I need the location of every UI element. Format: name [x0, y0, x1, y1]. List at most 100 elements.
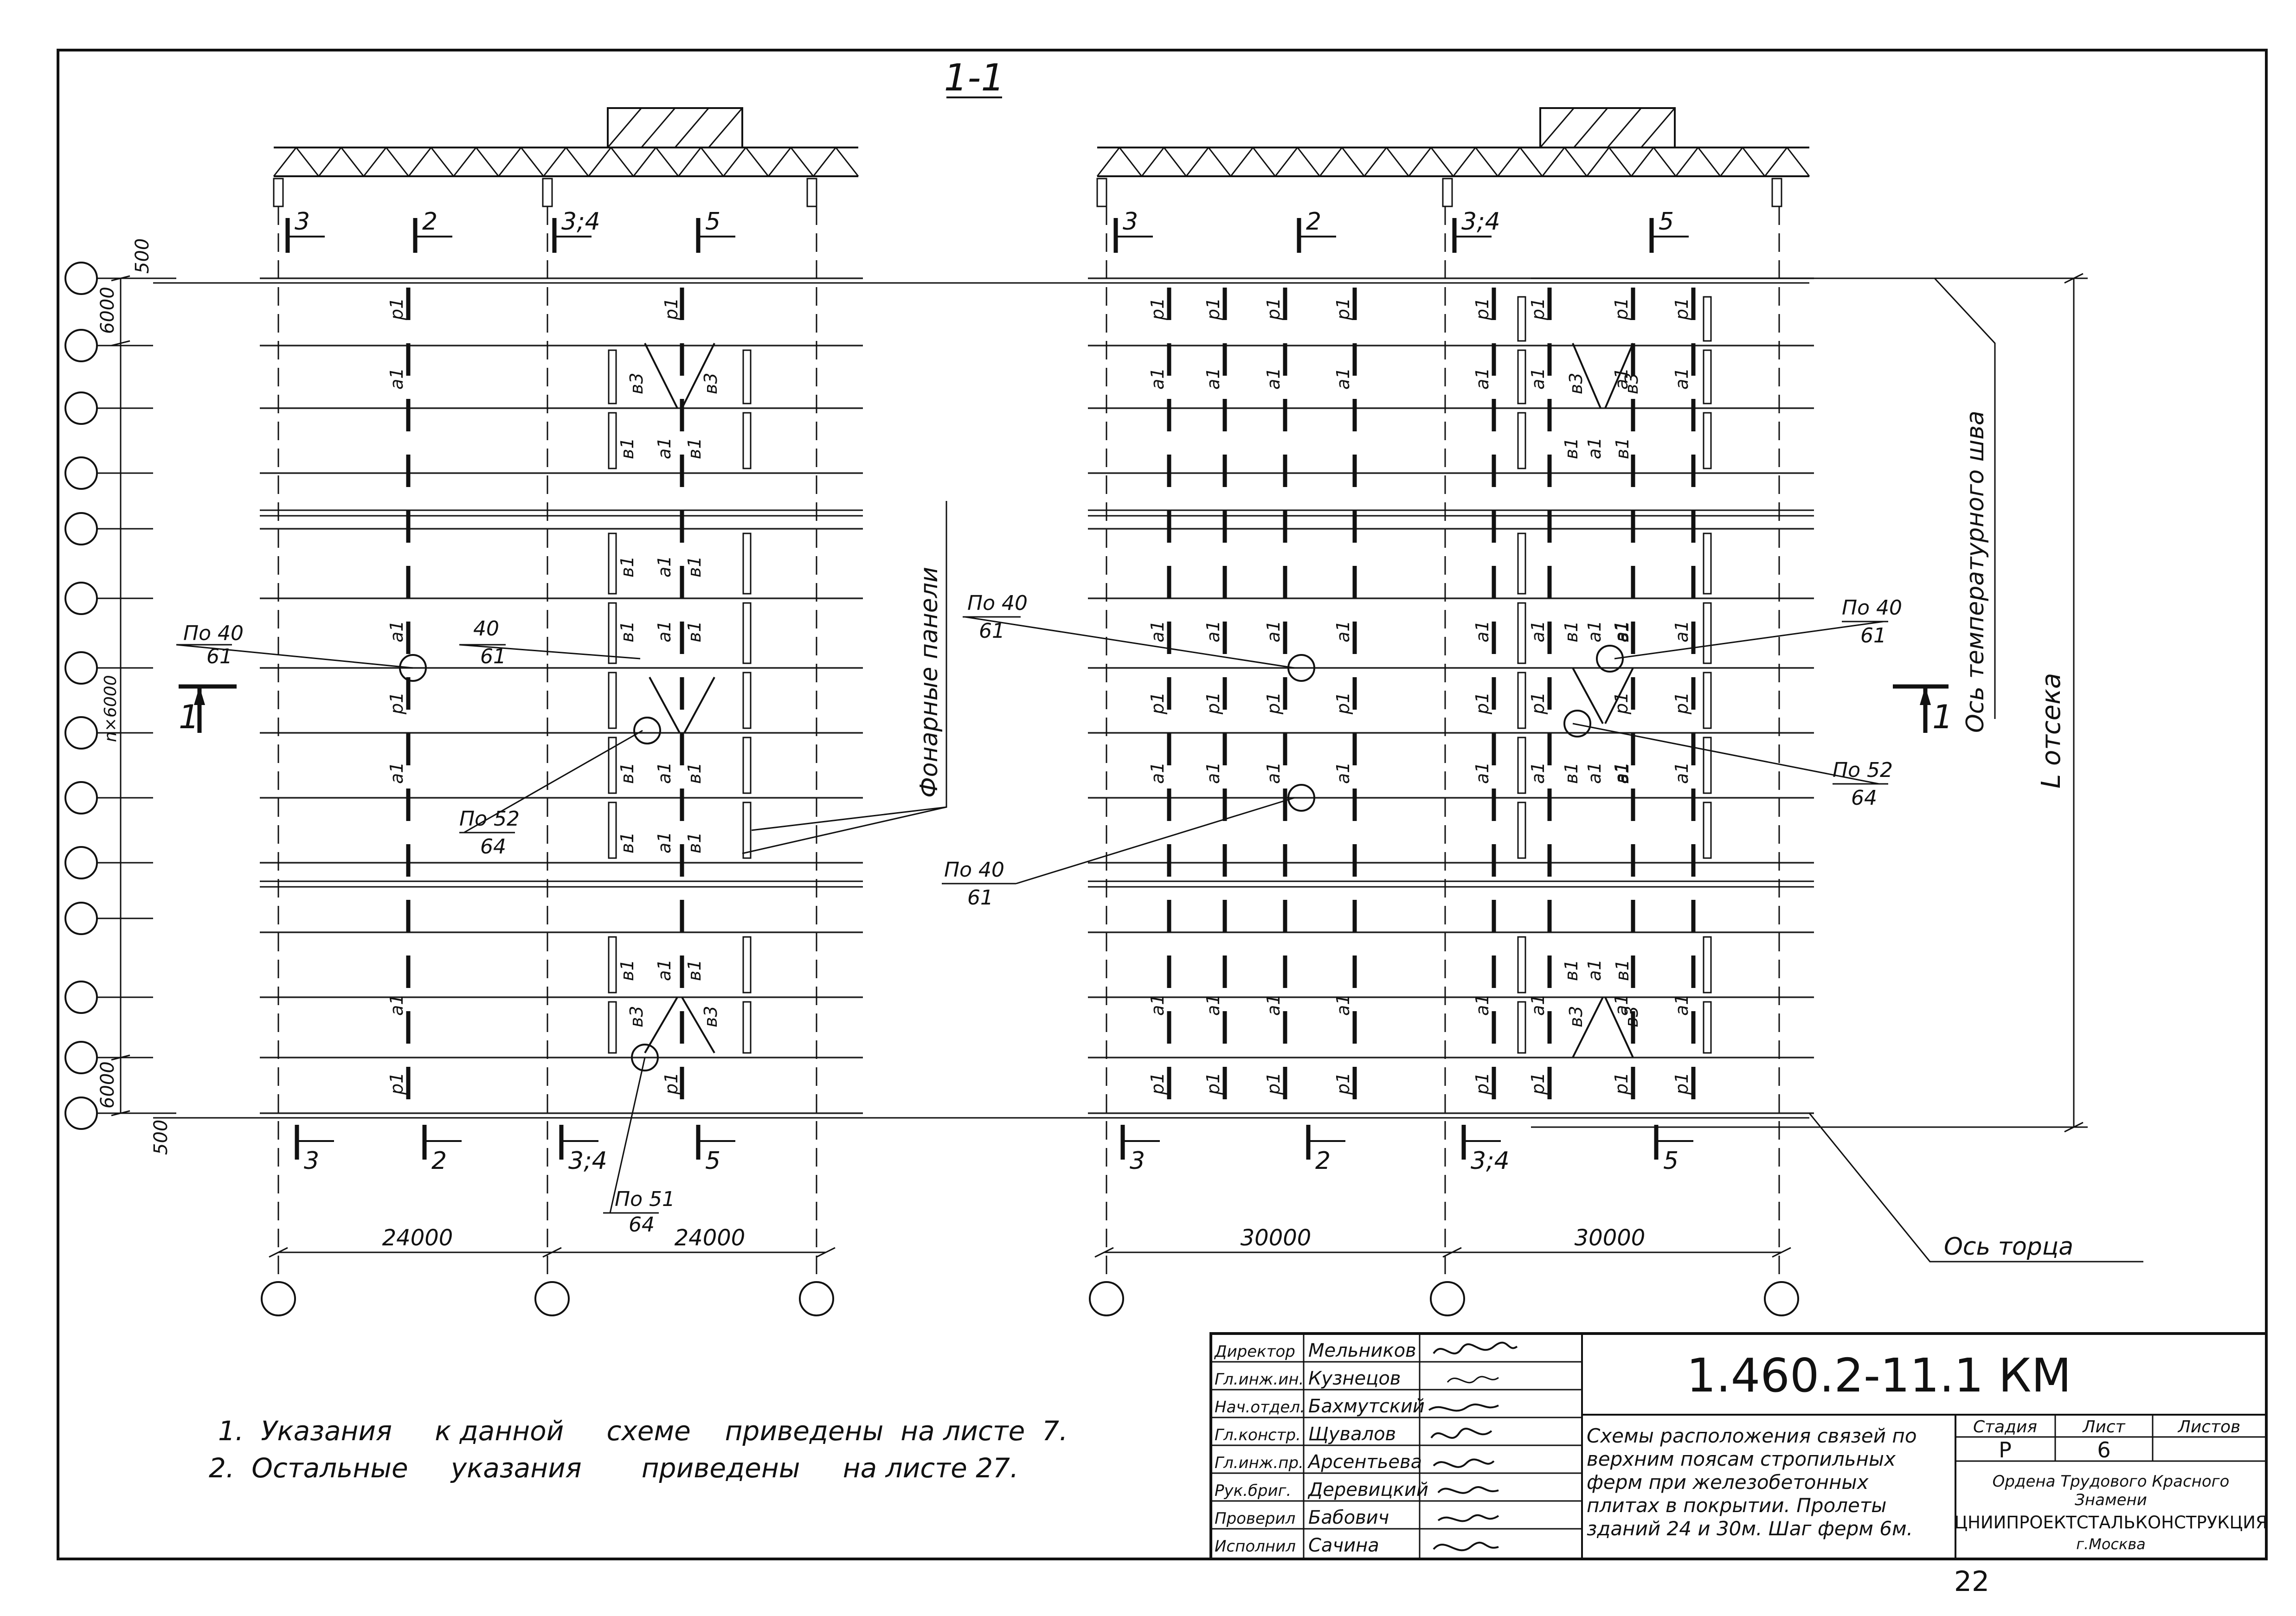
member-label-p: р1 — [1528, 298, 1548, 321]
description-line-2: верхним поясам стропильных — [1587, 1448, 1896, 1470]
span-left-2: 24000 — [675, 1225, 746, 1251]
section-mark-left: 1 — [179, 684, 237, 736]
truss-web — [296, 147, 320, 177]
dim-bottom-500: 500 — [150, 1120, 172, 1155]
lantern-panel — [1517, 802, 1526, 859]
truss-web — [835, 147, 859, 177]
member-label-a: а1 — [654, 762, 675, 784]
diagonal-brace — [683, 677, 715, 733]
dim-top-500: 500 — [132, 238, 153, 274]
lantern-panel — [1703, 737, 1712, 794]
truss-web — [1386, 147, 1409, 177]
callout-right-po52-num: По 52 — [1833, 758, 1893, 782]
lantern-web — [1607, 108, 1642, 148]
truss-web — [1653, 147, 1677, 177]
member-label-p: р1 — [661, 1072, 682, 1095]
member-label-p: р1 — [1472, 1072, 1492, 1095]
truss-web — [1185, 147, 1209, 177]
member-label-a: а1 — [1147, 994, 1168, 1016]
truss-web — [767, 147, 791, 177]
member-label-v: в1 — [1561, 959, 1582, 981]
member-label-v: в1 — [684, 762, 705, 784]
truss-web — [723, 147, 746, 177]
sig-role-6: Рук.бриг. — [1215, 1481, 1291, 1500]
member-label-a: а1 — [1333, 621, 1353, 642]
callout-right-po40a-den: 61 — [979, 619, 1005, 643]
truss-web — [318, 147, 342, 177]
l-otseka-label: L отсека — [2036, 673, 2066, 789]
dim-top-6000: 6000 — [97, 287, 118, 334]
section-title: 1-1 — [944, 56, 1005, 99]
truss-web — [678, 147, 701, 177]
diagonal-brace — [1572, 997, 1604, 1058]
section-cut-left-top-1: 2 — [413, 208, 452, 253]
member-label-p: р1 — [386, 1072, 407, 1095]
member-label-v: в1 — [684, 437, 705, 459]
lantern-panel — [742, 412, 752, 469]
sheet-border — [57, 49, 2268, 1560]
member-label-a: а1 — [654, 959, 675, 981]
lantern-panel — [1703, 412, 1712, 469]
truss-web — [1141, 147, 1165, 177]
member-label-a: а1 — [1528, 994, 1548, 1016]
column-axis-circle — [1089, 1281, 1124, 1316]
section-cut-right-bottom-0: 3 — [1120, 1125, 1160, 1175]
lantern-panel — [742, 532, 752, 595]
member-label-v: в1 — [1561, 621, 1582, 642]
section-cut-left-top-2: 3;4 — [552, 208, 600, 253]
member-label-p: р1 — [1203, 692, 1223, 715]
member-label-p: р1 — [1147, 692, 1168, 715]
cut-label: 3 — [1123, 208, 1138, 236]
member-label-a: а1 — [654, 832, 675, 853]
truss-web — [498, 147, 522, 177]
callout-right-po40a-num: По 40 — [967, 591, 1028, 615]
member-label-p: р1 — [386, 298, 407, 321]
callout-right-po40b-den: 61 — [967, 886, 993, 910]
row-axis-circle — [64, 846, 98, 879]
sig-name-4: Щувалов — [1308, 1424, 1396, 1445]
truss-web — [1631, 147, 1654, 177]
lantern-web — [1640, 108, 1676, 148]
truss-web — [1319, 147, 1343, 177]
description-line-5: зданий 24 и 30м. Шаг ферм 6м. — [1587, 1517, 1913, 1540]
truss-web — [363, 147, 387, 177]
description-line-4: плитах в покрытии. Пролеты — [1587, 1494, 1886, 1517]
member-label-p: р1 — [1472, 298, 1492, 321]
span-dimensions: 24000 24000 30000 30000 — [269, 1225, 1791, 1258]
truss-web — [1163, 147, 1187, 177]
member-label-p: р1 — [386, 692, 407, 715]
callout-right-po40c-den: 61 — [1860, 624, 1886, 648]
member-label-a: а1 — [1528, 621, 1548, 642]
truss-elevations — [273, 107, 1810, 207]
truss-web — [1208, 147, 1231, 177]
section-mark-right-label: 1 — [1932, 698, 1953, 736]
callout-left-po40-num: По 40 — [183, 622, 244, 645]
diagonal-brace — [1604, 997, 1634, 1058]
member-label-a: а1 — [1263, 621, 1284, 642]
fonarnye-leader: Фонарные панели — [742, 501, 947, 854]
row-axis-circle — [64, 902, 98, 935]
description-line-3: ферм при железобетонных — [1587, 1471, 1869, 1494]
span-right-2: 30000 — [1575, 1225, 1646, 1251]
member-label-v: в1 — [1561, 437, 1582, 459]
cut-label: 5 — [705, 1147, 720, 1175]
column-axis-circle — [1430, 1281, 1465, 1316]
section-cut-right-top-0: 3 — [1113, 208, 1153, 253]
section-cut-left-bottom-0: 3 — [295, 1125, 334, 1175]
cut-label: 3;4 — [568, 1147, 607, 1175]
lantern-web — [607, 108, 642, 148]
lantern-frame — [607, 107, 743, 148]
end-axis-leader: Ось торца — [1808, 1113, 2143, 1263]
column-stub — [1096, 178, 1107, 207]
callout-right-po52-den: 64 — [1851, 786, 1877, 810]
sig-role-5: Гл.инж.пр. — [1215, 1454, 1304, 1472]
member-label-p: р1 — [1263, 1072, 1284, 1095]
row-axis-circle — [64, 329, 98, 362]
lantern-panel — [1517, 349, 1526, 404]
document-code: 1.460.2-11.1 КМ — [1686, 1348, 2071, 1403]
truss-web — [273, 147, 297, 177]
lantern-web — [1573, 108, 1608, 148]
member-label-d: в3 — [1566, 372, 1586, 394]
truss-web — [386, 147, 409, 177]
